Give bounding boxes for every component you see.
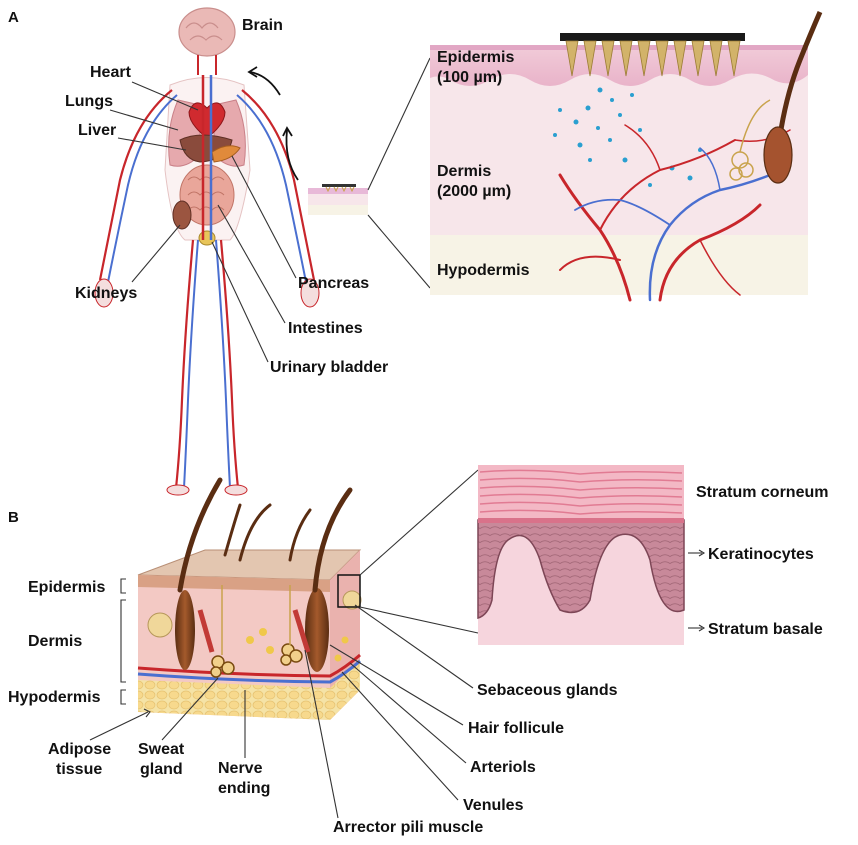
- panel-b-letter: B: [8, 509, 19, 526]
- label-nerve-line2: ending: [218, 780, 270, 797]
- skin-block-3d: [138, 550, 361, 720]
- block-hair-follicle-1: [175, 590, 195, 670]
- label-keratinocytes: Keratinocytes: [708, 546, 814, 563]
- label-hypodermis-a: Hypodermis: [437, 262, 530, 279]
- label-sweat-line1: Sweat: [138, 741, 185, 758]
- panel-a-letter: A: [8, 9, 19, 26]
- label-hair-follicule: Hair follicule: [468, 720, 564, 737]
- label-epidermis-depth: (100 µm): [437, 69, 502, 86]
- label-sweat-line2: gland: [140, 761, 183, 778]
- block-sebaceous-gland: [148, 613, 172, 637]
- label-dermis-b: Dermis: [28, 633, 82, 650]
- label-epidermis-b: Epidermis: [28, 579, 105, 596]
- label-arrector-pili-muscle: Arrector pili muscle: [333, 819, 483, 836]
- label-liver: Liver: [78, 122, 116, 139]
- microneedle-backing: [560, 33, 745, 41]
- label-urinary-bladder: Urinary bladder: [270, 359, 388, 376]
- label-nerve-line1: Nerve: [218, 760, 263, 777]
- label-kidneys: Kidneys: [75, 285, 137, 302]
- label-dermis-depth: (2000 µm): [437, 183, 511, 200]
- label-adipose-line1: Adipose: [48, 741, 111, 758]
- epidermis-zoom-panel: [478, 465, 684, 645]
- label-hypodermis-b: Hypodermis: [8, 689, 101, 706]
- label-sebaceous-glands: Sebaceous glands: [477, 682, 618, 699]
- label-epidermis-a: Epidermis: [437, 49, 514, 66]
- skin-patch-thumbnail: [308, 184, 368, 215]
- brain-icon: [179, 8, 235, 56]
- label-dermis-a: Dermis: [437, 163, 491, 180]
- label-adipose-line2: tissue: [56, 761, 102, 778]
- label-stratum-corneum: Stratum corneum: [696, 484, 828, 501]
- label-arteriols: Arteriols: [470, 759, 536, 776]
- label-stratum-basale: Stratum basale: [708, 621, 823, 638]
- label-venules: Venules: [463, 797, 524, 814]
- hair-follicle-icon: [764, 127, 792, 183]
- human-body-figure: [95, 8, 319, 495]
- label-lungs: Lungs: [65, 93, 113, 110]
- label-heart: Heart: [90, 64, 132, 81]
- label-brain: Brain: [242, 17, 283, 34]
- label-intestines: Intestines: [288, 320, 363, 337]
- block-hair-follicle-2: [305, 588, 329, 672]
- label-pancreas: Pancreas: [298, 275, 369, 292]
